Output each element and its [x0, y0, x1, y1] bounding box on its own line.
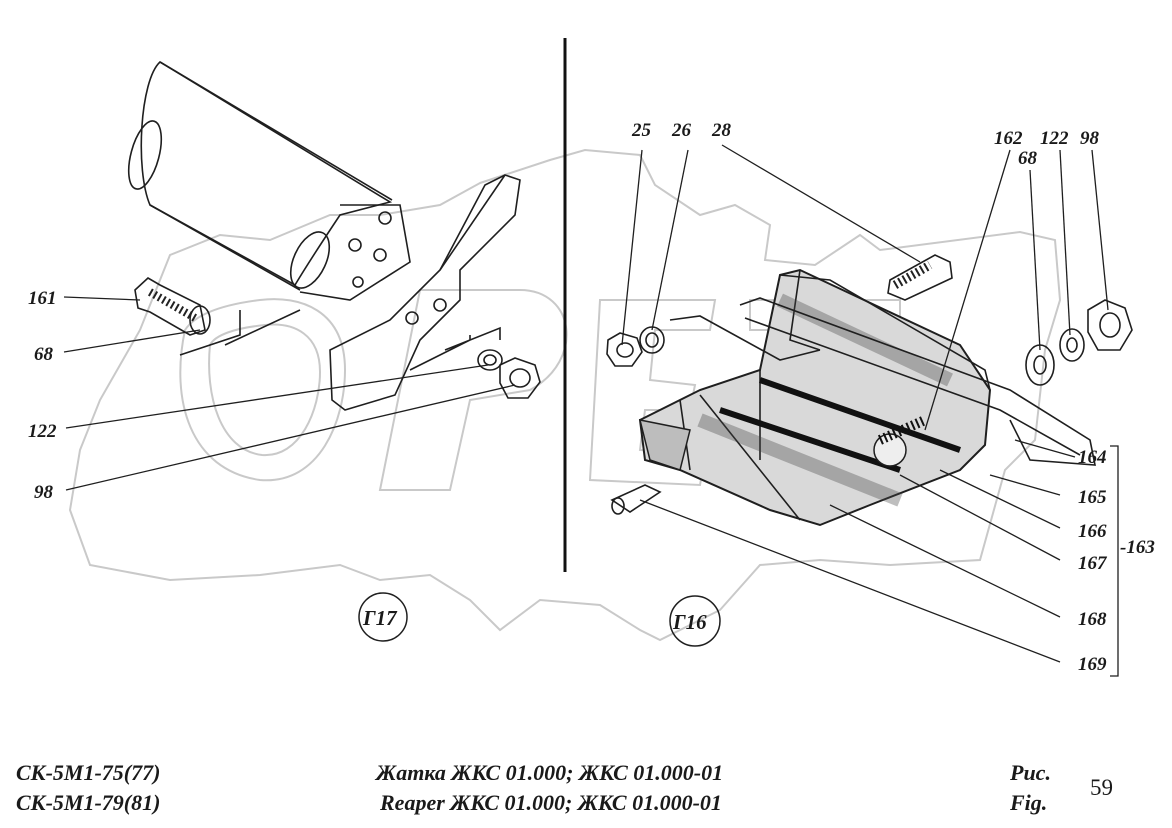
leader-lines	[63, 144, 1119, 677]
part-labels: 161 68 122 98 25 26 28 162 122 98 68 164…	[28, 120, 1155, 675]
label-122-right: 122	[1040, 128, 1069, 149]
model-code-1: СК-5М1-75(77)	[16, 760, 161, 785]
label-68-left: 68	[34, 344, 54, 365]
pin-169	[610, 484, 662, 515]
label-68-right: 68	[1018, 148, 1038, 169]
label-28: 28	[711, 120, 732, 141]
label-98-left: 98	[34, 482, 54, 503]
bracket-plate	[329, 174, 521, 411]
title-russian: Жатка ЖКС 01.000; ЖКС 01.000-01	[376, 760, 724, 785]
view-marker-g17: Г17	[358, 592, 408, 642]
washer-26	[639, 326, 665, 354]
label-26: 26	[671, 120, 692, 141]
washer-122-left	[477, 349, 503, 371]
nut-25	[606, 332, 643, 367]
cylinder-tube	[127, 61, 411, 301]
view-label-g17: Г17	[362, 606, 398, 630]
nut-98-left	[499, 357, 541, 399]
label-98-right: 98	[1080, 128, 1100, 149]
label-169: 169	[1078, 654, 1107, 675]
washer-68-right	[1025, 344, 1055, 386]
title-english: Reaper ЖКС 01.000; ЖКС 01.000-01	[380, 790, 722, 815]
nut-98-right	[1087, 299, 1133, 351]
label-161: 161	[28, 288, 57, 309]
label-25: 25	[631, 120, 652, 141]
view-marker-g16: Г16	[669, 595, 721, 647]
view-label-g16: Г16	[672, 610, 707, 634]
label-168: 168	[1078, 609, 1107, 630]
figure-number: 59	[1090, 775, 1113, 800]
label-167: 167	[1078, 553, 1108, 574]
washer-122-right	[1059, 328, 1085, 362]
label-166: 166	[1078, 521, 1107, 542]
bolt-28	[887, 254, 953, 301]
figure-label-en: Fig.	[1010, 790, 1048, 815]
bolt-161	[134, 277, 211, 336]
label-164: 164	[1078, 447, 1107, 468]
knotter-body-163	[638, 268, 1096, 527]
figure-label-ru: Рис.	[1010, 760, 1051, 785]
model-code-2: СК-5М1-79(81)	[16, 790, 161, 815]
label-162: 162	[994, 128, 1023, 149]
label-163: -163	[1120, 537, 1155, 558]
label-165: 165	[1078, 487, 1107, 508]
label-122-left: 122	[28, 421, 57, 442]
